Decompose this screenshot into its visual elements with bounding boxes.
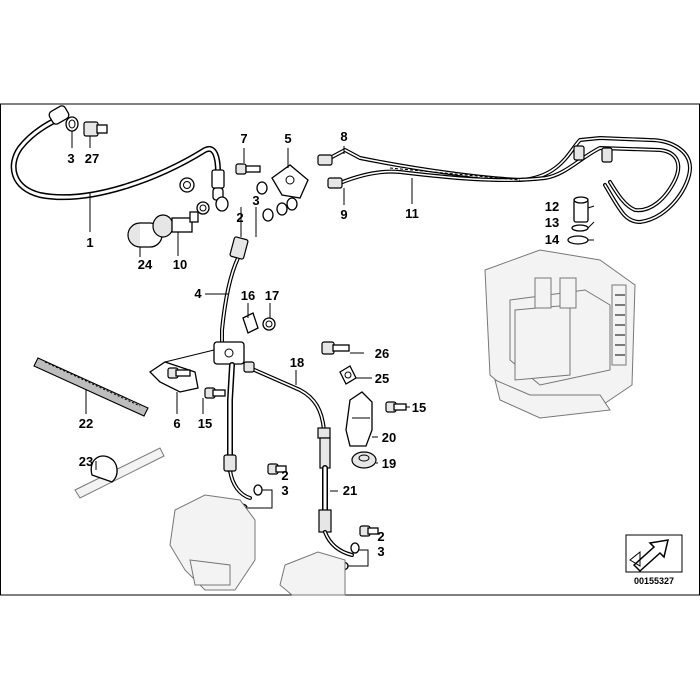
washer-17 — [262, 317, 276, 331]
label-26: 26 — [375, 346, 389, 361]
label-18: 18 — [290, 355, 304, 370]
diagram-code: 00155327 — [634, 576, 674, 586]
brake-caliper-left — [169, 494, 256, 591]
bolt-26-left — [167, 367, 191, 379]
pipe-fittings-top-right — [573, 145, 613, 163]
label-4: 4 — [194, 286, 202, 301]
bolt-2-right — [359, 525, 379, 537]
cable-tie-22 — [33, 357, 149, 417]
clip-23 — [74, 447, 165, 499]
washer-3 — [65, 116, 79, 132]
label-23: 23 — [79, 454, 93, 469]
washer — [350, 542, 360, 554]
brake-hose-21 — [317, 427, 354, 557]
washer — [256, 181, 268, 195]
bolt-26 — [321, 341, 350, 355]
washer — [196, 201, 210, 215]
sleeve-12 — [573, 196, 589, 223]
label-17: 17 — [265, 288, 279, 303]
seal-13 — [571, 224, 589, 232]
label-2-lower-left: 2 — [281, 468, 288, 483]
brake-hose-1 — [10, 105, 225, 201]
label-14: 14 — [545, 232, 560, 247]
washer — [276, 202, 288, 216]
label-11: 11 — [405, 206, 419, 221]
fitting-9 — [327, 177, 343, 189]
brake-pipe-11 — [328, 136, 692, 224]
label-3-lower-left: 3 — [281, 483, 288, 498]
label-19: 19 — [382, 456, 396, 471]
label-15-left: 15 — [198, 416, 212, 431]
washer — [179, 177, 195, 193]
label-2-lower-right: 2 — [377, 529, 384, 544]
bolt-2-lower — [267, 463, 287, 475]
banjo-bolt-27 — [83, 121, 108, 137]
label-7: 7 — [240, 131, 247, 146]
bolt-10 — [152, 211, 199, 238]
label-3-top: 3 — [67, 151, 74, 166]
brake-pipe-18 — [243, 361, 326, 432]
label-25: 25 — [375, 371, 389, 386]
washer — [262, 208, 274, 222]
label-21: 21 — [343, 483, 357, 498]
fitting-8 — [317, 154, 333, 166]
abs-pressure-modulator — [484, 249, 636, 419]
label-2-top: 2 — [236, 210, 243, 225]
label-13: 13 — [545, 215, 559, 230]
bolt-15-right — [385, 401, 407, 413]
diagram-code-box: 00155327 — [625, 534, 683, 586]
label-5: 5 — [284, 131, 291, 146]
label-20: 20 — [382, 430, 396, 445]
label-24: 24 — [138, 257, 153, 272]
label-15-right: 15 — [412, 400, 426, 415]
label-8: 8 — [340, 129, 347, 144]
washer — [286, 197, 298, 211]
part-labels: 1 3 27 7 5 8 2 3 9 11 12 13 14 24 10 4 1… — [67, 129, 560, 559]
brake-hose-lower-left — [223, 362, 252, 500]
label-6: 6 — [173, 416, 180, 431]
leader-lines — [71, 131, 595, 567]
grommet-19 — [351, 451, 377, 469]
label-1: 1 — [86, 235, 93, 250]
label-27: 27 — [85, 151, 99, 166]
o-ring-14 — [567, 235, 589, 245]
bolt-7 — [235, 163, 261, 175]
label-10: 10 — [173, 257, 187, 272]
label-22: 22 — [79, 416, 93, 431]
label-3-lower-right: 3 — [377, 544, 384, 559]
clip-25 — [339, 365, 357, 385]
holder-20 — [345, 391, 373, 447]
label-16: 16 — [241, 288, 255, 303]
label-9: 9 — [340, 207, 347, 222]
bolt-15-left — [204, 387, 226, 399]
grommet-16 — [242, 312, 259, 334]
label-12: 12 — [545, 199, 559, 214]
washer — [253, 484, 263, 496]
bracket-5 — [271, 164, 309, 199]
washer — [215, 196, 229, 212]
direction-arrow-icon — [632, 539, 669, 573]
label-3-mid: 3 — [252, 193, 259, 208]
brake-pipe-4 — [220, 236, 249, 347]
brake-caliper-right — [279, 551, 346, 596]
